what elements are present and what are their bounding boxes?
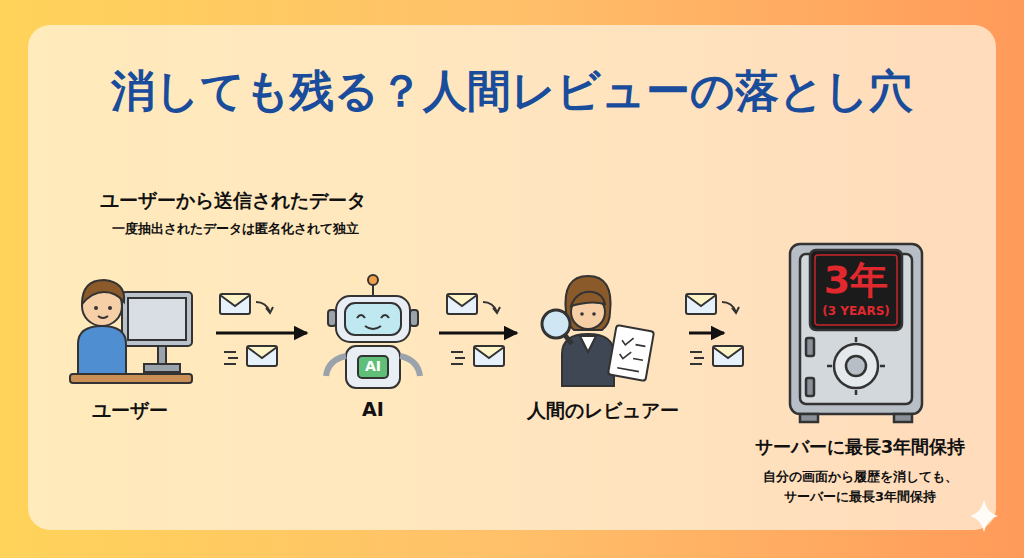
annotation: 3年 xyxy=(824,260,888,302)
node-caption: サーバーに最長3年間保持 xyxy=(726,435,994,459)
flow-node: AI xyxy=(309,280,437,420)
envelope-icons xyxy=(220,294,743,366)
flow-node: 人間のレビュアー xyxy=(519,280,687,424)
safe-figure xyxy=(790,244,922,422)
annotation: 一度抽出されたデータは匿名化されて独立 xyxy=(112,222,359,236)
reviewer-figure xyxy=(542,276,654,386)
node-caption: AI xyxy=(309,398,437,420)
node-caption: ユーザー xyxy=(46,398,214,424)
node-caption: 人間のレビュアー xyxy=(519,398,687,424)
annotation: (3 YEARS) xyxy=(822,305,890,318)
annotation: ユーザーから送信されたデータ xyxy=(100,190,366,211)
flow-arrow xyxy=(216,332,307,335)
node-note: 自分の画面から履歴を消しても、 サーバーに最長3年間保持 xyxy=(758,467,963,506)
robot-figure xyxy=(326,275,420,388)
flow-node: ユーザー xyxy=(46,280,214,424)
flow-arrow xyxy=(689,332,724,335)
title: 消しても残る？人間レビューの落とし穴 xyxy=(0,62,1024,121)
flow-arrow xyxy=(439,332,517,335)
user-figure xyxy=(70,280,192,383)
annotation: AI xyxy=(365,359,381,374)
sparkle xyxy=(970,500,998,532)
